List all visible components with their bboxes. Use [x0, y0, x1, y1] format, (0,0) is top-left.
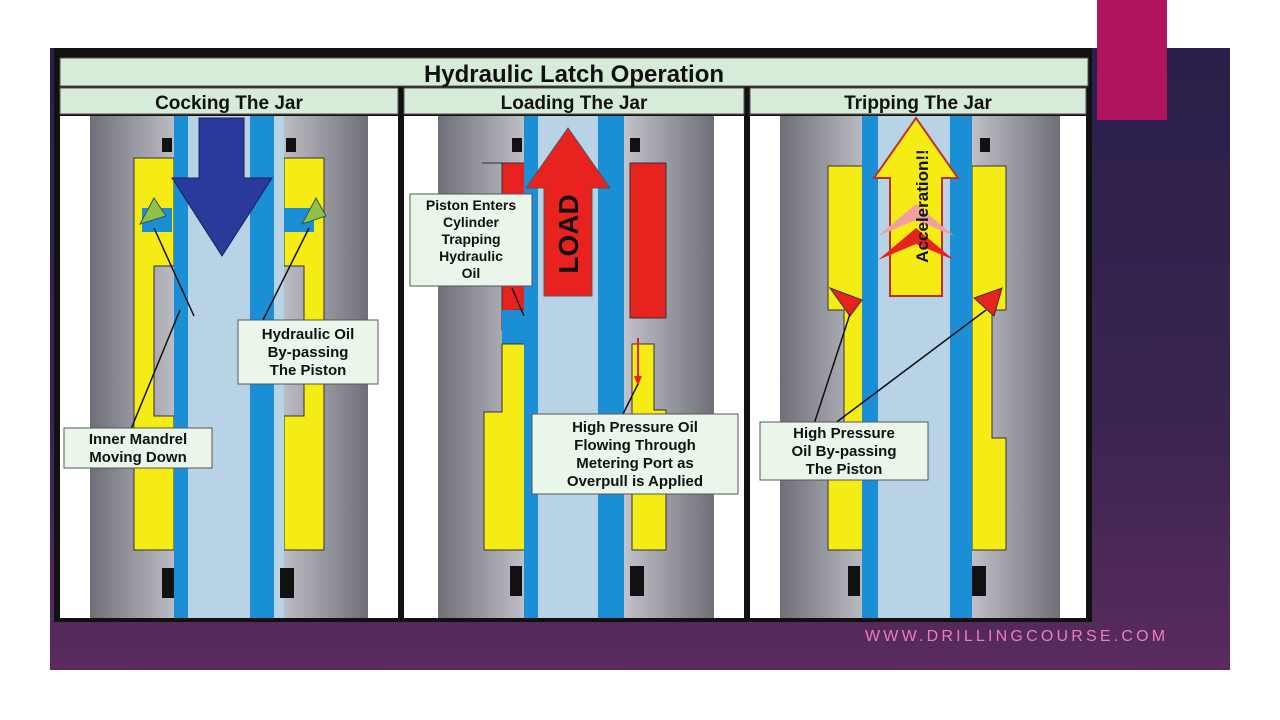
seal: [286, 138, 296, 152]
svg-text:The Piston: The Piston: [270, 362, 347, 379]
leader-line: [813, 313, 851, 425]
seal: [980, 138, 990, 152]
mandrel-wall-right: [610, 116, 624, 618]
seal: [280, 568, 294, 598]
bypass-arrow-icon: [828, 286, 863, 317]
accent-bar: [1097, 0, 1167, 120]
svg-text:Piston Enters: Piston Enters: [426, 197, 516, 213]
seal: [162, 568, 174, 598]
leader-line: [511, 287, 525, 317]
panel-header: Tripping The Jar: [844, 93, 992, 114]
leader-line: [833, 309, 987, 425]
diagram-title: Hydraulic Latch Operation: [424, 61, 724, 88]
load-label: LOAD: [553, 194, 584, 273]
bypass-arrow-icon: [300, 196, 327, 225]
panel-tripping: Tripping The Jar Acceleration!! High Pre…: [749, 87, 1087, 618]
svg-text:Oil By-passing: Oil By-passing: [791, 443, 896, 460]
svg-text:High Pressure Oil: High Pressure Oil: [572, 419, 698, 436]
callout-piston-enters: Piston Enters Cylinder Trapping Hydrauli…: [409, 193, 533, 287]
svg-text:Metering Port as: Metering Port as: [576, 455, 694, 472]
flow-arrowhead-icon: [634, 376, 642, 386]
svg-text:Inner Mandrel: Inner Mandrel: [89, 431, 187, 448]
svg-text:Cylinder: Cylinder: [443, 214, 500, 230]
seal: [848, 566, 860, 596]
callout-high-pressure-bypass: High Pressure Oil By-passing The Piston: [759, 421, 929, 481]
hydraulic-latch-diagram: Hydraulic Latch Operation Cocking The Ja…: [54, 48, 1092, 622]
svg-text:By-passing: By-passing: [268, 344, 349, 361]
down-arrow: [171, 117, 273, 257]
seal: [510, 566, 522, 596]
seal: [972, 566, 986, 596]
chevron-icon: [878, 204, 954, 236]
panel-header: Cocking The Jar: [155, 93, 303, 114]
svg-text:The Piston: The Piston: [806, 461, 883, 478]
bypass-arrow-icon: [973, 287, 1003, 317]
leader-line: [123, 309, 181, 447]
svg-text:Trapping: Trapping: [441, 231, 500, 247]
title-bar: [59, 57, 1089, 87]
chevron-icon: [878, 228, 954, 260]
seal: [162, 138, 172, 152]
svg-text:Hydraulic: Hydraulic: [439, 248, 503, 264]
bypass-arrow-icon: [138, 197, 167, 225]
svg-text:High Pressure: High Pressure: [793, 425, 895, 442]
acceleration-label: Acceleration!!: [913, 149, 932, 262]
leader-line: [153, 227, 195, 317]
panel-header-box: [749, 87, 1087, 115]
seal: [630, 138, 640, 152]
svg-text:Moving Down: Moving Down: [89, 449, 187, 466]
panel-header-box: [59, 87, 399, 115]
callout-bypass-oil: Hydraulic Oil By-passing The Piston: [237, 319, 379, 385]
seal: [512, 138, 522, 152]
panel-loading: Loading The Jar LOAD Piston Enters Cylin…: [403, 87, 745, 618]
mandrel-wall-right: [950, 116, 964, 618]
callout-high-pressure-flow: High Pressure Oil Flowing Through Meteri…: [531, 413, 739, 495]
panel-header: Loading The Jar: [501, 93, 648, 114]
svg-text:Overpull is Applied: Overpull is Applied: [567, 473, 703, 490]
callout-inner-mandrel: Inner Mandrel Moving Down: [63, 427, 213, 469]
panel-header-box: [403, 87, 745, 115]
svg-text:Hydraulic Oil: Hydraulic Oil: [262, 326, 355, 343]
load-arrow: [525, 127, 611, 297]
seal: [630, 566, 644, 596]
footer-url: WWW.DRILLINGCOURSE.COM: [865, 628, 1169, 645]
panel-cocking: Cocking The Jar Hydraulic Oil By-passing…: [59, 87, 399, 618]
svg-text:Oil: Oil: [462, 265, 481, 281]
svg-text:Flowing Through: Flowing Through: [574, 437, 696, 454]
cylinder-right: [629, 162, 667, 319]
